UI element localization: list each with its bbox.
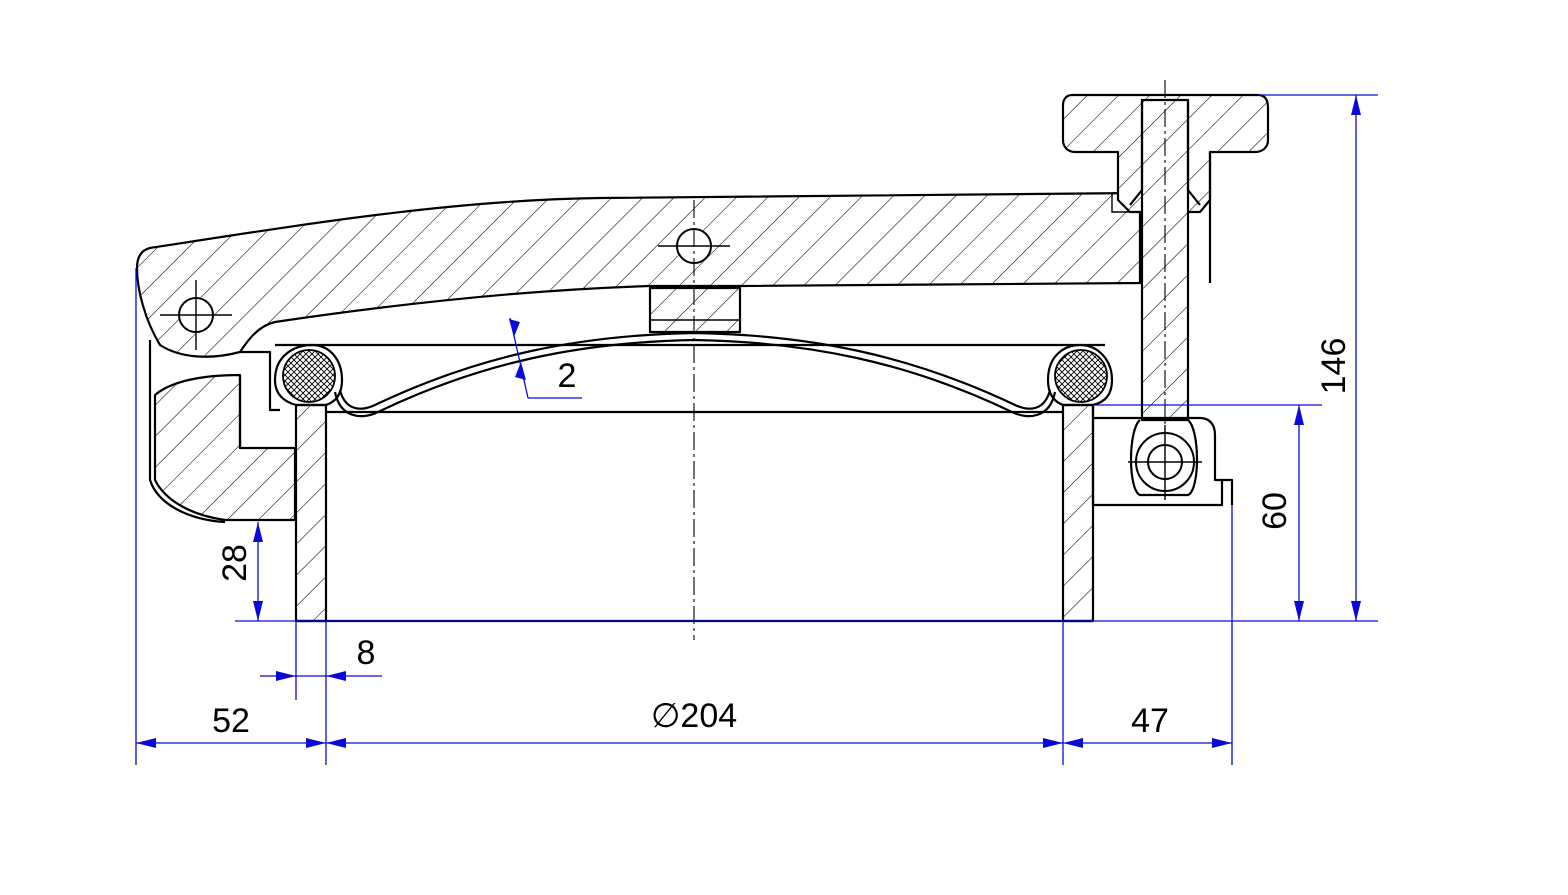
dim-body-height: 60 [1256,492,1294,530]
dim-total-height: 146 [1315,338,1353,395]
dim-left-overhang: 52 [212,702,250,740]
membrane [333,331,1057,418]
left-hinge-flange [148,340,297,524]
cylinder-walls [275,343,1105,623]
dim-membrane-thickness: 2 [558,357,577,395]
left-wall [294,403,328,623]
dim-wall-thickness: 8 [357,634,376,672]
center-boss [648,286,742,334]
lid [135,191,1142,358]
dim-diameter: ∅204 [651,697,737,735]
center-lines [693,80,1166,640]
right-wall [1061,403,1095,623]
dim-right-overhang: 47 [1131,702,1169,740]
left-seal [273,343,344,407]
right-bracket [1091,152,1234,507]
pin-left [160,280,232,350]
dimension-lines [135,94,1378,765]
dim-flange-height: 28 [216,544,254,582]
right-seal [1046,343,1114,407]
